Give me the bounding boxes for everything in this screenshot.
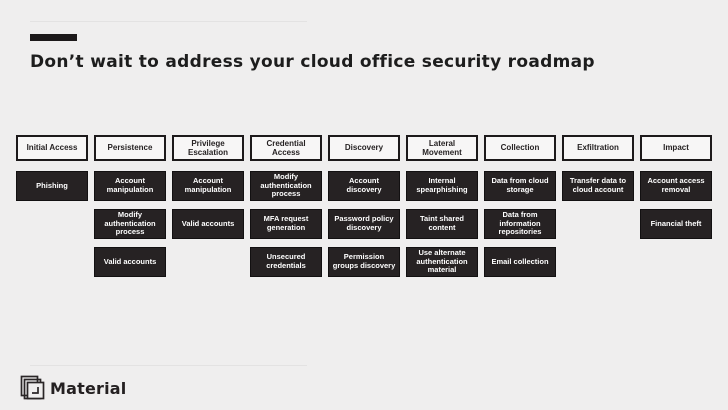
material-logo-text: Material <box>50 378 127 398</box>
matrix-header-cell: Exfiltration <box>562 135 634 161</box>
matrix-technique-cell: Email collection <box>484 247 556 277</box>
matrix-technique-cell: Password policy discovery <box>328 209 400 239</box>
matrix-technique-cell: Use alternate authentication material <box>406 247 478 277</box>
matrix-technique-cell: Account manipulation <box>172 171 244 201</box>
matrix-technique-cell: Unsecured credentials <box>250 247 322 277</box>
material-logo-icon <box>20 375 45 400</box>
matrix-technique-cell: Phishing <box>16 171 88 201</box>
matrix-technique-cell: Account access removal <box>640 171 712 201</box>
matrix-empty-cell <box>562 209 634 239</box>
matrix-header-cell: Collection <box>484 135 556 161</box>
matrix-technique-cell: Financial theft <box>640 209 712 239</box>
matrix-empty-cell <box>16 209 88 239</box>
matrix-header-cell: Credential Access <box>250 135 322 161</box>
footer-logo: Material <box>19 374 126 402</box>
matrix-technique-cell: Permission groups discovery <box>328 247 400 277</box>
matrix-technique-cell: Modify authentication process <box>250 171 322 201</box>
matrix-header-cell: Impact <box>640 135 712 161</box>
matrix-technique-cell: Valid accounts <box>172 209 244 239</box>
matrix-technique-cell: Modify authentication process <box>94 209 166 239</box>
matrix-technique-cell: Taint shared content <box>406 209 478 239</box>
matrix-header-cell: Privilege Escalation <box>172 135 244 161</box>
matrix-technique-cell: Transfer data to cloud account <box>562 171 634 201</box>
matrix-technique-cell: Valid accounts <box>94 247 166 277</box>
matrix-header-cell: Lateral Movement <box>406 135 478 161</box>
matrix-empty-cell <box>640 247 712 277</box>
bottom-divider <box>30 365 307 366</box>
top-divider <box>30 21 307 22</box>
matrix-technique-cell: Account discovery <box>328 171 400 201</box>
matrix-empty-cell <box>562 247 634 277</box>
matrix-technique-cell: Internal spearphishing <box>406 171 478 201</box>
matrix-empty-cell <box>16 247 88 277</box>
matrix-empty-cell <box>172 247 244 277</box>
matrix-technique-cell: Account manipulation <box>94 171 166 201</box>
matrix-header-cell: Discovery <box>328 135 400 161</box>
slide-title: Don’t wait to address your cloud office … <box>30 52 595 72</box>
matrix-header-cell: Persistence <box>94 135 166 161</box>
title-accent-bar <box>30 34 77 41</box>
matrix-technique-cell: Data from information repositories <box>484 209 556 239</box>
matrix-header-cell: Initial Access <box>16 135 88 161</box>
matrix-technique-cell: MFA request generation <box>250 209 322 239</box>
matrix-technique-cell: Data from cloud storage <box>484 171 556 201</box>
